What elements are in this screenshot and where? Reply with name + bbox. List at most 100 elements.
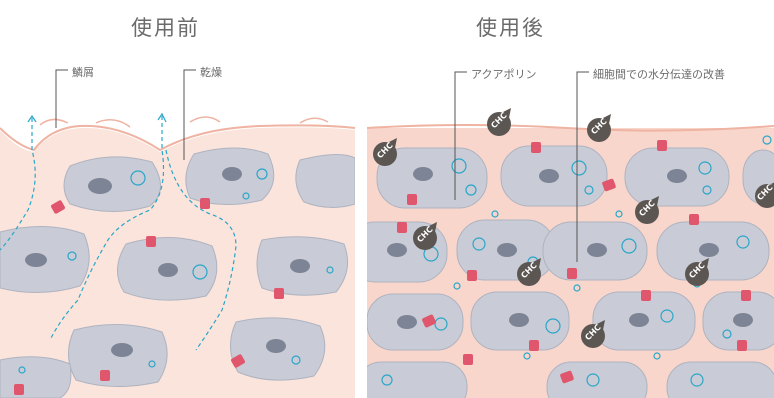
aquaporin <box>146 236 156 247</box>
chc-badge <box>413 222 437 250</box>
chc-badges <box>373 108 774 348</box>
nucleus <box>111 343 133 357</box>
nucleus <box>266 339 286 353</box>
water-bubble <box>18 366 26 374</box>
label-aquaporin: アクアポリン <box>471 68 537 81</box>
skin-after-illustration <box>367 71 774 398</box>
cell <box>0 356 72 398</box>
nucleus <box>699 243 719 257</box>
aquaporin <box>463 354 473 365</box>
aquaporin <box>100 370 110 381</box>
aquaporin <box>657 140 667 151</box>
water-bubble <box>491 210 499 218</box>
nucleus <box>290 259 310 273</box>
aquaporin <box>641 290 651 301</box>
water-bubble <box>621 238 637 254</box>
cell <box>546 361 648 398</box>
label-dryness: 乾燥 <box>200 66 222 79</box>
chc-badge <box>755 182 774 208</box>
cell <box>666 361 774 398</box>
water-bubble <box>451 158 467 174</box>
panel-title-before: 使用前 <box>131 16 200 40</box>
water-bubble <box>702 185 712 195</box>
cell <box>367 361 468 398</box>
water-bubble <box>653 352 661 360</box>
water-bubble <box>615 210 623 218</box>
aquaporin <box>231 354 245 368</box>
nucleus <box>397 315 417 329</box>
callout-line <box>183 69 196 160</box>
cell <box>295 154 355 208</box>
aquaporin <box>741 290 751 301</box>
water-bubble <box>698 161 712 175</box>
chc-badge <box>581 320 605 348</box>
water-bubble <box>586 373 600 387</box>
chc-badge <box>373 138 397 166</box>
aquaporin <box>274 288 284 299</box>
aquaporin <box>737 340 747 351</box>
water-bubble <box>242 192 250 200</box>
water-bubble <box>571 160 587 176</box>
aquaporin <box>397 222 407 233</box>
panel-after: CHC CHC CHC CHC CHC CHC CHC CHC CHC 使用後 … <box>367 0 774 398</box>
callout-line <box>454 71 467 200</box>
water-bubble <box>256 168 268 180</box>
callout-line <box>55 69 68 128</box>
chc-badge <box>487 108 511 136</box>
cell <box>63 156 161 212</box>
nucleus <box>497 243 517 257</box>
aquaporin <box>567 268 577 279</box>
water-bubble <box>573 284 581 292</box>
water-bubble <box>381 374 393 386</box>
nucleus <box>387 243 407 257</box>
chc-badge <box>517 258 541 286</box>
water-bubble <box>722 329 732 339</box>
cell <box>376 147 488 209</box>
aquaporin <box>422 314 436 328</box>
nucleus <box>413 167 433 181</box>
nucleus <box>25 253 47 267</box>
aquaporin <box>51 200 65 214</box>
water-bubble <box>67 251 77 261</box>
label-intercellular: 細胞間での水分伝達の改善 <box>593 68 725 81</box>
water-bubble <box>465 184 477 196</box>
water-bubble <box>690 373 704 387</box>
water-loss-path <box>49 116 165 341</box>
water-bubble <box>584 185 594 195</box>
nucleus <box>587 243 607 257</box>
water-bubble <box>434 317 448 331</box>
chc-badge <box>587 114 611 142</box>
skin-before-illustration <box>0 69 355 398</box>
water-bubble <box>736 235 750 249</box>
panel-title-after: 使用後 <box>476 16 545 40</box>
chc-badge <box>635 196 659 224</box>
arrow-up-icon <box>27 114 37 123</box>
nucleus <box>629 313 649 327</box>
water-bubble <box>326 266 334 274</box>
nucleus <box>88 178 112 194</box>
scale-flakes <box>0 124 355 152</box>
water-bubble <box>660 309 674 323</box>
aquaporin <box>200 198 210 209</box>
nucleus <box>158 263 178 277</box>
aquaporin <box>531 142 541 153</box>
nucleus <box>539 169 559 183</box>
aquaporin <box>14 384 24 395</box>
aquaporin <box>602 178 616 192</box>
water-bubble <box>130 170 146 186</box>
water-bubble <box>472 237 486 251</box>
water-bubble <box>148 360 156 368</box>
aquaporin <box>560 370 574 384</box>
nucleus <box>509 313 529 327</box>
water-loss-path <box>0 118 36 251</box>
aquaporin <box>689 214 699 225</box>
water-bubble <box>453 282 461 290</box>
arrow-up-icon <box>157 112 167 123</box>
water-bubble <box>192 264 208 280</box>
water-bubble <box>291 355 301 365</box>
aquaporin <box>529 340 539 351</box>
nucleus <box>667 169 687 183</box>
water-bubble <box>545 318 561 334</box>
water-bubble <box>523 352 531 360</box>
water-bubble <box>762 135 772 145</box>
